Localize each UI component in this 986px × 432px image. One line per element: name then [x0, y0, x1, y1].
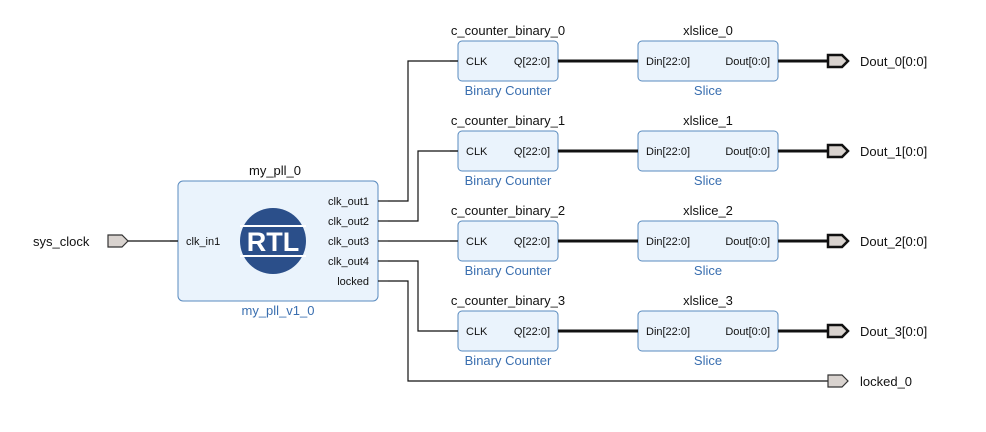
- slice-instance-name: xlslice_0: [683, 23, 733, 38]
- output-port-dout-2[interactable]: Dout_2[0:0]: [826, 233, 927, 249]
- counter-type: Binary Counter: [465, 173, 552, 188]
- output-port-icon: [826, 233, 850, 249]
- slice-port-din: Din[22:0]: [646, 326, 690, 338]
- slice-block-2[interactable]: xlslice_2 Din[22:0] Dout[0:0] Slice: [637, 203, 779, 278]
- output-port-dout-0[interactable]: Dout_0[0:0]: [826, 53, 927, 69]
- wire-locked: [388, 280, 828, 382]
- counter-type: Binary Counter: [465, 263, 552, 278]
- output-port-icon: [826, 323, 850, 339]
- counter-port-q: Q[22:0]: [514, 146, 550, 158]
- counter-block-3[interactable]: c_counter_binary_3 CLK Q[22:0] Binary Co…: [451, 293, 565, 368]
- counter-block-2[interactable]: c_counter_binary_2 CLK Q[22:0] Binary Co…: [451, 203, 565, 278]
- block-pins: [450, 60, 458, 332]
- counter-instance-name: c_counter_binary_0: [451, 23, 565, 38]
- pll-port-clk-out1: clk_out1: [328, 196, 369, 208]
- counter-instance-name: c_counter_binary_2: [451, 203, 565, 218]
- slice-port-dout: Dout[0:0]: [725, 326, 770, 338]
- pll-port-clk-out2: clk_out2: [328, 216, 369, 228]
- slice-type: Slice: [694, 263, 722, 278]
- slice-type: Slice: [694, 353, 722, 368]
- counter-port-q: Q[22:0]: [514, 236, 550, 248]
- output-port-icon: [827, 374, 849, 388]
- wire-clk-out4: [388, 260, 458, 332]
- slice-type: Slice: [694, 83, 722, 98]
- pll-port-clk-out4: clk_out4: [328, 256, 369, 268]
- counter-instance-name: c_counter_binary_1: [451, 113, 565, 128]
- counter-port-clk: CLK: [466, 56, 488, 68]
- sys-clock-port[interactable]: sys_clock: [33, 234, 129, 249]
- pll-instance-name: my_pll_0: [249, 163, 301, 178]
- output-port-locked[interactable]: locked_0: [827, 374, 912, 389]
- wire-clk-out2: [388, 150, 458, 222]
- output-port-dout-1[interactable]: Dout_1[0:0]: [826, 143, 927, 159]
- slice-port-dout: Dout[0:0]: [725, 146, 770, 158]
- counter-port-clk: CLK: [466, 326, 488, 338]
- slice-instance-name: xlslice_2: [683, 203, 733, 218]
- wire-clk-out1: [388, 60, 458, 202]
- slice-port-din: Din[22:0]: [646, 146, 690, 158]
- pll-port-locked: locked: [337, 276, 369, 288]
- pll-pins: [170, 200, 388, 282]
- slice-block-0[interactable]: xlslice_0 Din[22:0] Dout[0:0] Slice: [637, 23, 779, 98]
- counter-type: Binary Counter: [465, 83, 552, 98]
- slice-instance-name: xlslice_3: [683, 293, 733, 308]
- counter-instance-name: c_counter_binary_3: [451, 293, 565, 308]
- counter-port-clk: CLK: [466, 146, 488, 158]
- counter-port-clk: CLK: [466, 236, 488, 248]
- pll-port-clk-out3: clk_out3: [328, 236, 369, 248]
- slice-block-1[interactable]: xlslice_1 Din[22:0] Dout[0:0] Slice: [637, 113, 779, 188]
- output-port-label: Dout_0[0:0]: [860, 54, 927, 69]
- slice-instance-name: xlslice_1: [683, 113, 733, 128]
- output-port-label: Dout_1[0:0]: [860, 144, 927, 159]
- input-port-icon: [107, 234, 129, 248]
- slice-type: Slice: [694, 173, 722, 188]
- slice-block-3[interactable]: xlslice_3 Din[22:0] Dout[0:0] Slice: [637, 293, 779, 368]
- output-port-label: locked_0: [860, 374, 912, 389]
- counter-block-1[interactable]: c_counter_binary_1 CLK Q[22:0] Binary Co…: [451, 113, 565, 188]
- rtl-logo-text: RTL: [247, 227, 299, 257]
- counter-port-q: Q[22:0]: [514, 326, 550, 338]
- pll-block[interactable]: my_pll_0 clk_in1 clk_out1 clk_out2 clk_o…: [177, 163, 379, 318]
- pll-port-clk-in1: clk_in1: [186, 236, 220, 248]
- output-port-icon: [826, 53, 850, 69]
- output-port-dout-3[interactable]: Dout_3[0:0]: [826, 323, 927, 339]
- slice-port-din: Din[22:0]: [646, 56, 690, 68]
- output-port-label: Dout_3[0:0]: [860, 324, 927, 339]
- slice-port-dout: Dout[0:0]: [725, 56, 770, 68]
- output-port-icon: [826, 143, 850, 159]
- rtl-logo-icon: RTL: [240, 208, 306, 274]
- counter-type: Binary Counter: [465, 353, 552, 368]
- counter-port-q: Q[22:0]: [514, 56, 550, 68]
- slice-port-dout: Dout[0:0]: [725, 236, 770, 248]
- slice-port-din: Din[22:0]: [646, 236, 690, 248]
- sys-clock-label: sys_clock: [33, 234, 90, 249]
- counter-block-0[interactable]: c_counter_binary_0 CLK Q[22:0] Binary Co…: [451, 23, 565, 98]
- pll-module-name: my_pll_v1_0: [242, 303, 315, 318]
- output-port-label: Dout_2[0:0]: [860, 234, 927, 249]
